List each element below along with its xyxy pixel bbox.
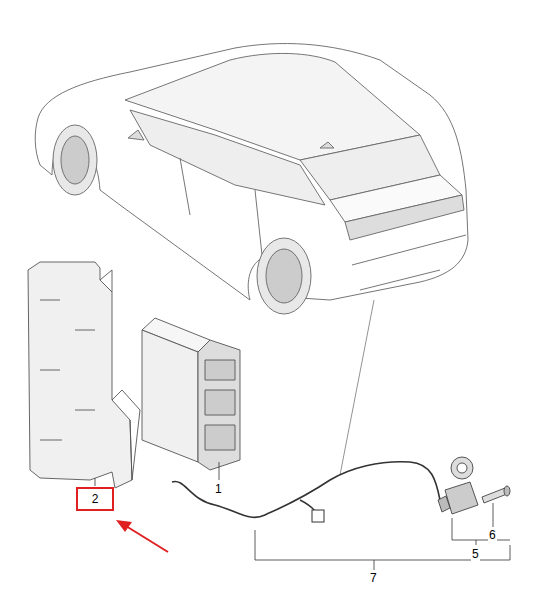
car-rim-front (61, 136, 89, 184)
control-module (142, 318, 240, 470)
pointer-arrow (116, 520, 168, 552)
connector-plug (312, 510, 324, 522)
callout-number: 2 (92, 492, 99, 506)
cover-part (28, 262, 140, 488)
callout-box: 2 (76, 487, 114, 511)
sensor-part (438, 457, 478, 514)
callout-leaders (95, 462, 510, 570)
car-mirror (128, 130, 144, 140)
callout-number: 5 (471, 547, 480, 561)
pin-part (482, 486, 510, 503)
car-rim-rear (266, 249, 302, 303)
car-body (35, 44, 468, 300)
car-bumper (352, 235, 466, 290)
leader-line (340, 300, 374, 475)
car-wheel-rear (257, 238, 311, 314)
car-door-lines (180, 158, 262, 255)
callout-number: 7 (369, 571, 378, 585)
car-antenna (320, 142, 334, 148)
callout-number: 1 (214, 482, 223, 496)
car-side-windows (130, 110, 325, 205)
wiring-harness (172, 462, 440, 518)
car-taillights (345, 195, 464, 240)
callout-number: 6 (488, 528, 497, 542)
car-wheel-front (53, 125, 97, 195)
